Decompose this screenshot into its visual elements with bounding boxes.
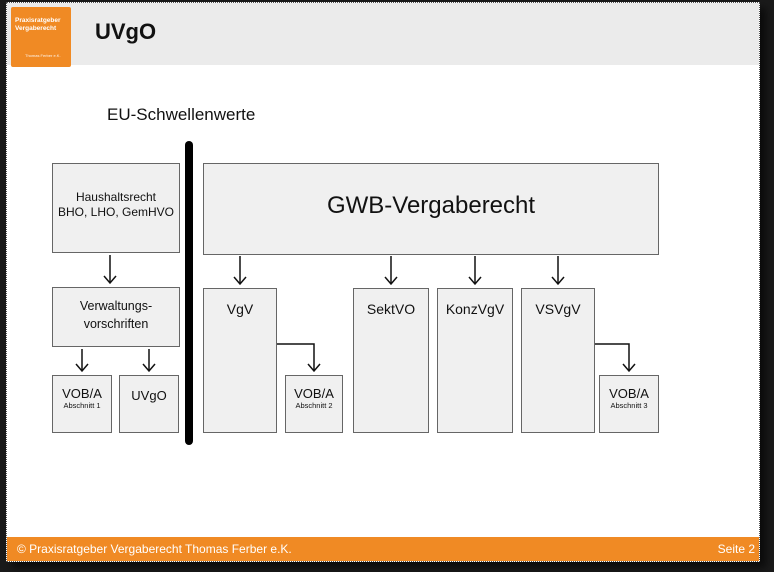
arrow-gwb-to-vsvgv [551,256,565,286]
connector-arrows [75,255,636,373]
slide-header: Praxisratgeber Vergaberecht Thomas Ferbe… [7,3,759,67]
slide: Praxisratgeber Vergaberecht Thomas Ferbe… [6,2,760,562]
footer-copyright: © Praxisratgeber Vergaberecht Thomas Fer… [17,542,292,556]
haushaltsrecht-sublabel: BHO, LHO, GemHVO [57,205,175,219]
threshold-divider [185,141,193,445]
haushaltsrecht-box: Haushaltsrecht BHO, LHO, GemHVO [52,163,180,253]
gwb-label: GWB-Vergaberecht [326,192,536,219]
vgv-box: VgV [203,288,277,433]
vgv-label: VgV [226,301,254,317]
vob-a-abschnitt-1-box: VOB/A Abschnitt 1 [52,375,112,433]
page-number: Seite 2 [717,542,755,556]
arrow-verwaltung-to-vob-a1 [75,349,89,373]
vob-a2-label: VOB/A [294,386,334,401]
konzvgv-label: KonzVgV [445,301,505,317]
vob-a1-label: VOB/A [62,386,102,401]
arrow-haushalt-to-verwaltung [103,255,117,285]
uvgo-label: UVgO [131,388,167,403]
arrow-gwb-to-konzvgv [468,256,482,286]
verwaltung-label-1: Verwaltungs- [79,299,153,313]
uvgo-box: UVgO [119,375,179,433]
vob-a-abschnitt-3-box: VOB/A Abschnitt 3 [599,375,659,433]
vob-a2-sublabel: Abschnitt 2 [295,401,333,410]
arrow-gwb-to-vgv [233,256,247,286]
verwaltung-label-2: vorschriften [83,317,149,331]
arrow-verwaltung-to-uvgo [142,349,156,373]
arrow-gwb-to-sektvo [384,256,398,286]
arrow-vgv-to-vob-a2 [277,343,321,373]
vob-a3-label: VOB/A [609,386,649,401]
slide-title: UVgO [95,19,157,44]
logo-line-2: Vergaberecht [15,25,57,32]
vsvgv-label: VSVgV [535,301,581,317]
vsvgv-box: VSVgV [521,288,595,433]
threshold-label: EU-Schwellenwerte [107,105,256,124]
sektvo-label: SektVO [366,301,416,317]
logo-line-1: Praxisratgeber [15,17,61,24]
slide-footer: © Praxisratgeber Vergaberecht Thomas Fer… [7,537,759,561]
vob-a-abschnitt-2-box: VOB/A Abschnitt 2 [285,375,343,433]
verwaltungsvorschriften-box: Verwaltungs- vorschriften [52,287,180,347]
konzvgv-box: KonzVgV [437,288,513,433]
arrow-vsvgv-to-vob-a3 [595,343,636,373]
haushaltsrecht-label: Haushaltsrecht [75,190,157,204]
sektvo-box: SektVO [353,288,429,433]
logo-line-3: Thomas Ferber e.K. [25,53,61,58]
gwb-vergaberecht-box: GWB-Vergaberecht [203,163,659,255]
vob-a1-sublabel: Abschnitt 1 [63,401,101,410]
logo: Praxisratgeber Vergaberecht Thomas Ferbe… [11,7,71,67]
vob-a3-sublabel: Abschnitt 3 [610,401,648,410]
